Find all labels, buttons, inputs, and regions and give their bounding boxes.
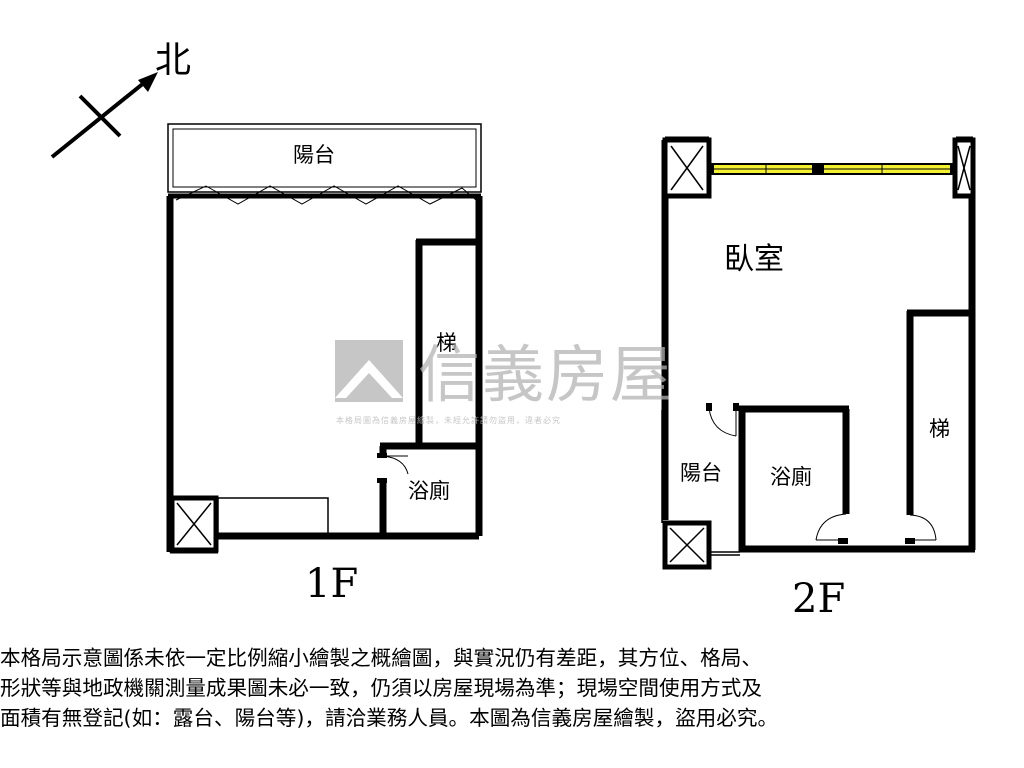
north-arrow-icon — [50, 72, 158, 159]
f1-counter — [217, 497, 329, 537]
disclaimer-line-3: 面積有無登記(如：露台、陽台等)，請洽業務人員。本圖為信義房屋繪製，盜用必究。 — [0, 706, 779, 730]
f1-balcony-label: 陽台 — [293, 143, 335, 167]
disclaimer-text: 本格局示意圖係未依一定比例縮小繪製之概繪圖，與實況仍有差距，其方位、格局、 形狀… — [0, 643, 1024, 733]
f1-balcony-area — [167, 123, 482, 193]
disclaimer-line-2: 形狀等與地政機關測量成果圖未必一致，仍須以房屋現場為準；現場空間使用方式及 — [0, 676, 762, 700]
sinyi-logo-icon — [335, 340, 403, 402]
floor-1-plan — [166, 123, 483, 554]
floor-plan-canvas: 北 陽台 梯 浴廁 1F — [50, 40, 976, 622]
watermark-notice: 本格局圖為信義房屋繪製，未經允許請勿盜用，違者必究 — [336, 415, 561, 425]
watermark-brand: 信義房屋 — [418, 338, 674, 411]
f2-stairs-label: 梯 — [929, 417, 950, 441]
disclaimer-line-1: 本格局示意圖係未依一定比例縮小繪製之概繪圖，與實況仍有差距，其方位、格局、 — [0, 646, 762, 670]
f2-bathroom-label: 浴廁 — [770, 465, 812, 489]
f1-bathroom-label: 浴廁 — [408, 479, 450, 503]
floor-2-plan — [661, 136, 976, 570]
f1-floor-label: 1F — [305, 561, 358, 607]
f2-floor-label: 2F — [792, 576, 845, 622]
f2-window — [708, 163, 957, 175]
f1-folding-door — [175, 185, 477, 205]
f2-balcony-label: 陽台 — [680, 461, 722, 485]
f2-bedroom-label: 臥室 — [724, 242, 784, 277]
north-label: 北 — [155, 40, 191, 81]
f1-stairs-label: 梯 — [436, 331, 457, 355]
